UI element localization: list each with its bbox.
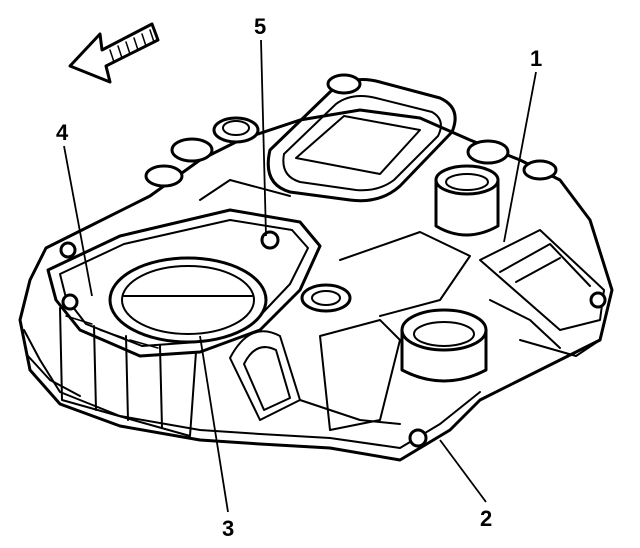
right-port (434, 164, 500, 237)
callout-2: 2 (439, 439, 492, 531)
callout-1-label: 1 (530, 46, 542, 71)
arrow-left-icon (68, 22, 160, 84)
center-runners (199, 179, 471, 431)
runner-ribs (479, 229, 607, 357)
callout-3-label: 3 (222, 516, 234, 541)
callout-2-label: 2 (480, 506, 492, 531)
callout-5: 5 (254, 14, 267, 237)
front-bolt-hole (408, 428, 428, 448)
callout-5-label: 5 (254, 14, 266, 39)
callout-4: 4 (56, 120, 93, 297)
center-boss (300, 283, 352, 313)
callout-3: 3 (199, 335, 234, 541)
front-face-ribs (59, 307, 197, 437)
callout-1: 1 (503, 46, 542, 243)
callout-4-label: 4 (56, 120, 69, 145)
front-port (400, 308, 488, 383)
lower-gasket-plate (46, 208, 322, 358)
upper-plenum-opening (266, 78, 457, 203)
top-bosses (144, 73, 558, 188)
